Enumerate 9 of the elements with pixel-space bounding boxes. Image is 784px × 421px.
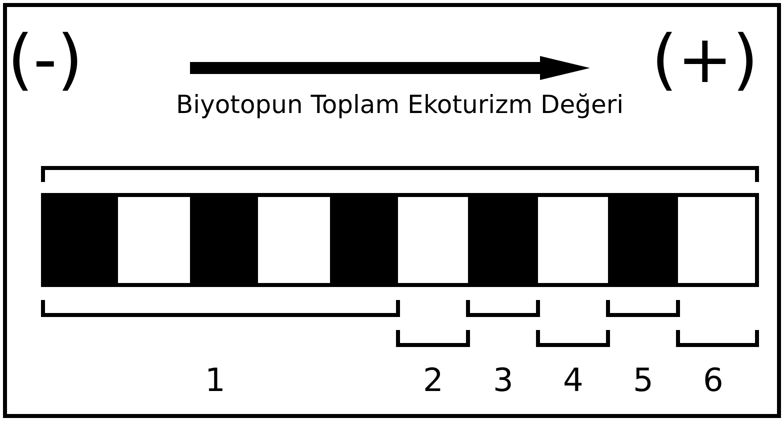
scale-end-label: (-) xyxy=(8,27,83,93)
scale-title: Biyotopun Toplam Ekoturizm Değeri xyxy=(176,92,624,116)
segment-number: 2 xyxy=(423,364,444,396)
segment-number: 5 xyxy=(633,364,654,396)
segment-number: 3 xyxy=(493,364,514,396)
segment-number: 1 xyxy=(205,364,226,396)
segment-number: 6 xyxy=(703,364,724,396)
segment-number: 4 xyxy=(563,364,584,396)
scale-end-label: (+) xyxy=(652,27,758,93)
